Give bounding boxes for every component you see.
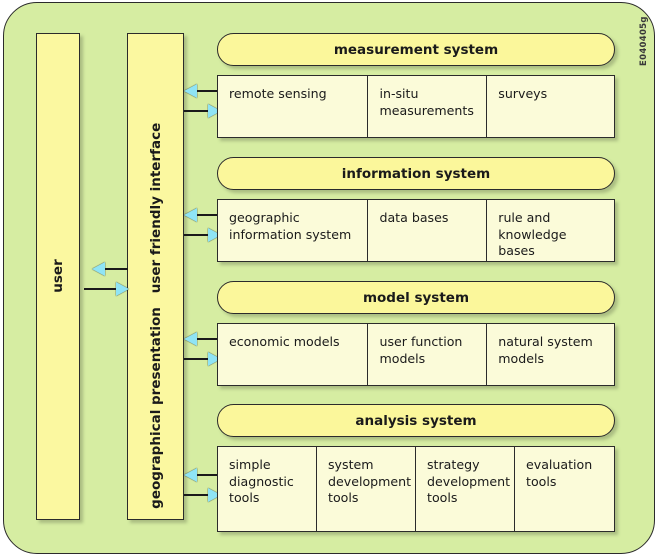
group-information-header[interactable]: information system: [217, 157, 615, 190]
arrowhead-to-interface-icon: [116, 282, 129, 296]
group-model-items: economic models user function models nat…: [217, 323, 615, 386]
group-analysis-title: analysis system: [355, 412, 477, 429]
group-model-title: model system: [362, 289, 470, 306]
figure-code-label: E040405g: [639, 16, 649, 66]
group-model-header[interactable]: model system: [217, 281, 615, 314]
item-in-situ-measurements[interactable]: in-situ measurements: [368, 76, 488, 137]
item-remote-sensing[interactable]: remote sensing: [218, 76, 369, 137]
group-analysis-items: simple diagnostic tools system developme…: [217, 446, 615, 532]
interface-layer-box[interactable]: user friendly interface geographical pre…: [127, 33, 184, 520]
group-analysis-header[interactable]: analysis system: [217, 404, 615, 437]
item-geographic-information-system[interactable]: geographic information system: [218, 200, 369, 261]
group-measurement-header[interactable]: measurement system: [217, 33, 615, 66]
connector-measurement-to-interface: [196, 90, 221, 92]
connector-interface-to-measurement: [184, 110, 212, 112]
arrowhead-to-user-icon: [92, 262, 105, 276]
connector-model-to-interface: [196, 338, 221, 340]
group-model-system[interactable]: model system economic models user functi…: [217, 281, 615, 386]
group-measurement-title: measurement system: [333, 41, 499, 58]
group-measurement-items: remote sensing in-situ measurements surv…: [217, 75, 615, 138]
item-user-function-models[interactable]: user function models: [368, 324, 488, 385]
item-data-bases[interactable]: data bases: [368, 200, 488, 261]
group-measurement-system[interactable]: measurement system remote sensing in-sit…: [217, 33, 615, 138]
user-actor-box[interactable]: user: [36, 33, 80, 520]
arrowhead-model-left-icon: [184, 332, 197, 346]
connector-information-to-interface: [196, 214, 221, 216]
group-analysis-system[interactable]: analysis system simple diagnostic tools …: [217, 404, 615, 532]
item-rule-and-knowledge-bases[interactable]: rule and knowledge bases: [498, 210, 567, 259]
connector-interface-to-analysis: [184, 494, 212, 496]
connector-interface-to-user: [96, 268, 128, 270]
connector-analysis-to-interface: [196, 474, 221, 476]
item-system-development-tools[interactable]: system development tools: [317, 447, 416, 531]
group-information-items: geographic information system data bases…: [217, 199, 615, 262]
arrowhead-measurement-left-icon: [184, 84, 197, 98]
connector-user-to-interface: [84, 288, 120, 290]
user-actor-label: user: [50, 258, 66, 293]
item-economic-models[interactable]: economic models: [218, 324, 369, 385]
arrowhead-information-left-icon: [184, 208, 197, 222]
item-evaluation-tools[interactable]: evaluation tools: [526, 457, 593, 489]
group-information-title: information system: [341, 165, 491, 182]
group-information-system[interactable]: information system geographic informatio…: [217, 157, 615, 262]
item-natural-system-models[interactable]: natural system models: [498, 334, 593, 366]
item-strategy-development-tools[interactable]: strategy development tools: [416, 447, 515, 531]
item-simple-diagnostic-tools[interactable]: simple diagnostic tools: [218, 447, 317, 531]
item-surveys[interactable]: surveys: [498, 86, 548, 101]
geographical-presentation-label: geographical presentation: [147, 307, 164, 509]
arrowhead-analysis-left-icon: [184, 468, 197, 482]
connector-interface-to-information: [184, 234, 212, 236]
connector-interface-to-model: [184, 358, 212, 360]
